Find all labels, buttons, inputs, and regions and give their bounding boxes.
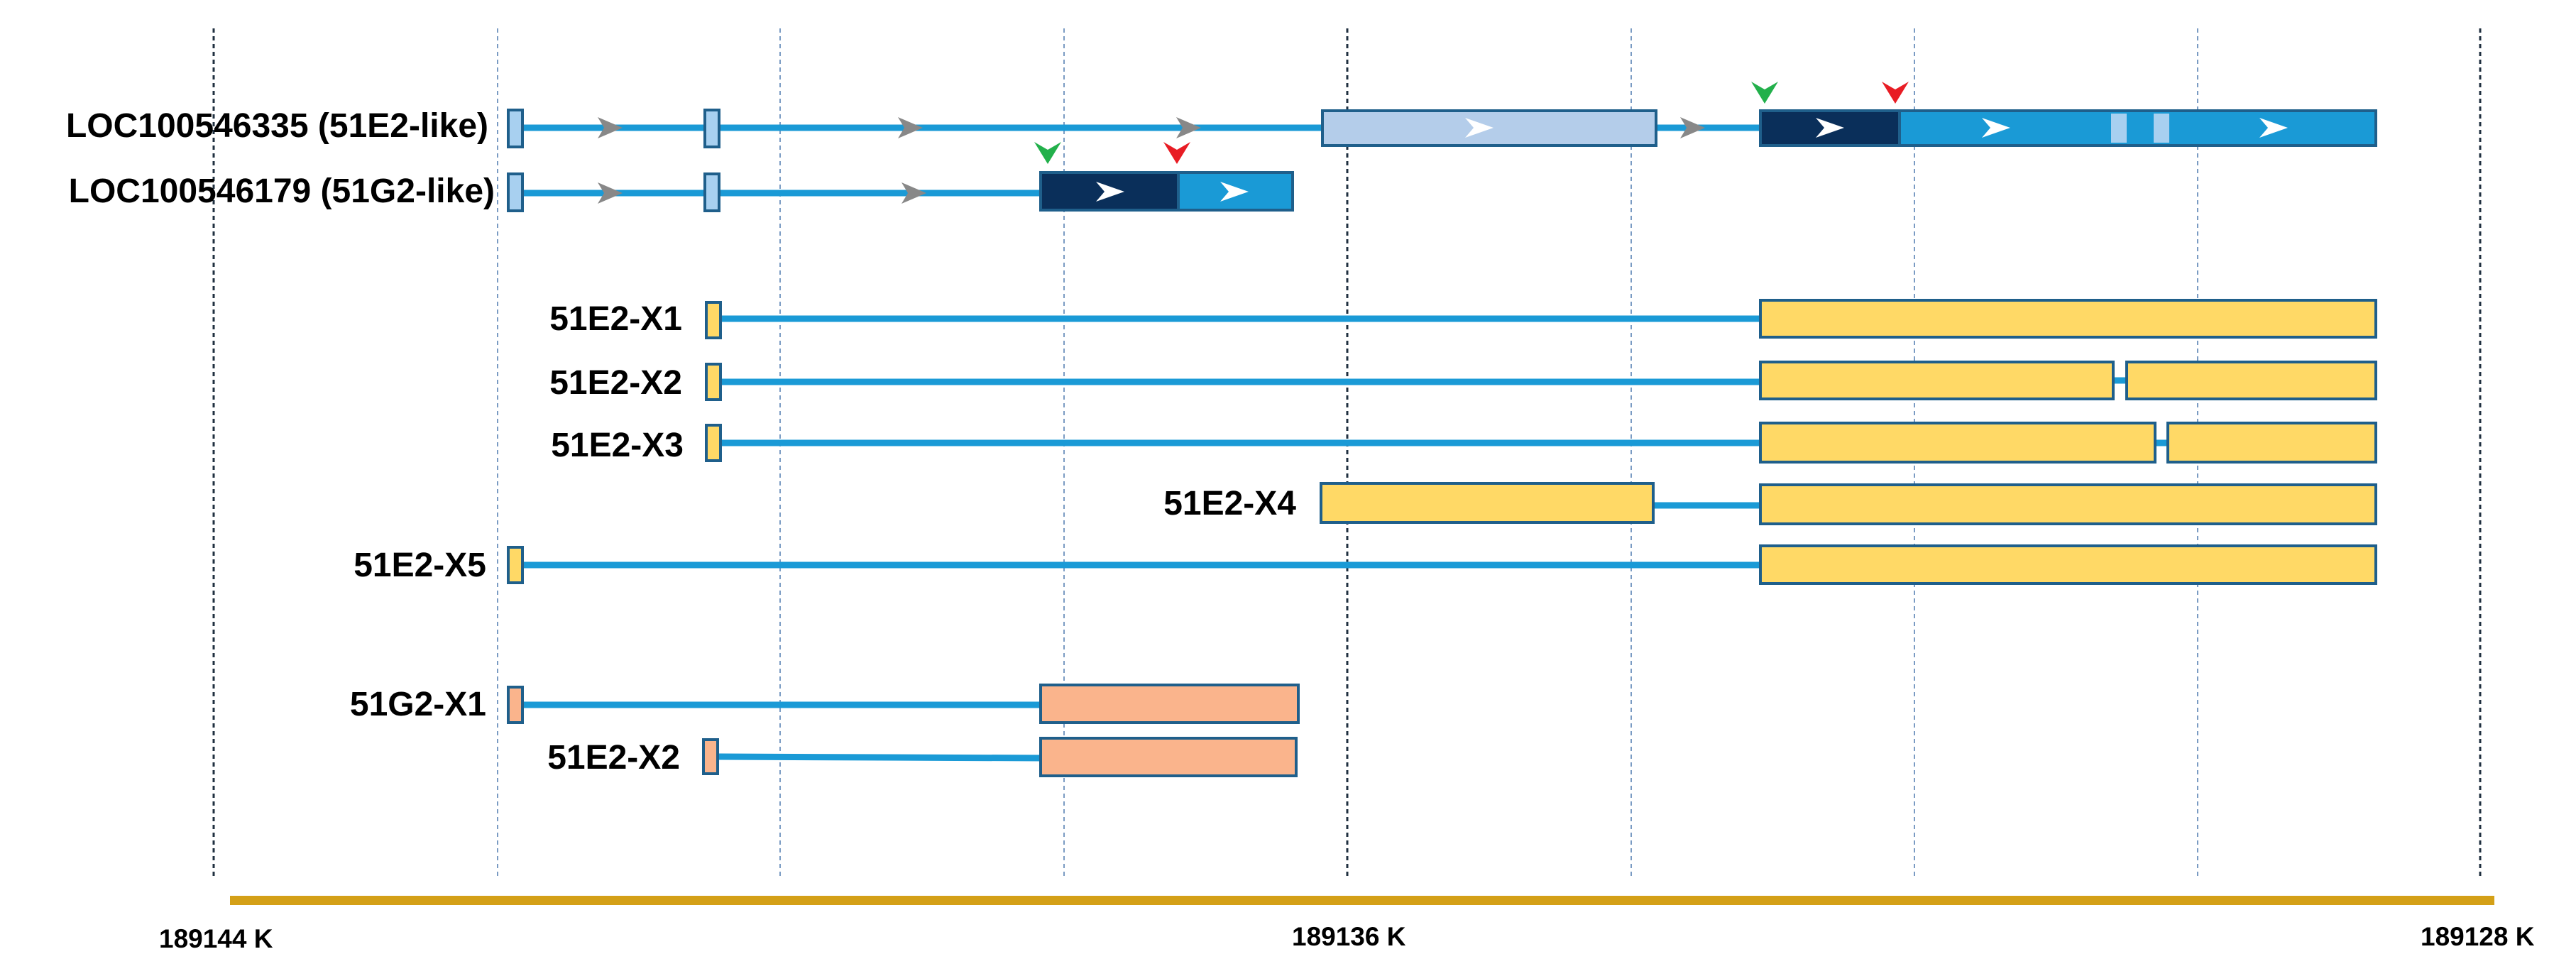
direction-arrow-icon — [901, 182, 926, 204]
exon — [705, 301, 722, 339]
exon — [1759, 544, 2377, 585]
exon-small — [703, 172, 720, 212]
transcript-51e2-x5: 51E2-X5 — [353, 544, 2377, 585]
exon — [702, 738, 719, 775]
exon — [2125, 361, 2377, 400]
transcript-label: 51E2-X3 — [551, 427, 684, 464]
exon — [1039, 737, 1298, 777]
axis-tick-label: 189128 K — [2421, 922, 2535, 951]
stop-codon-marker-icon — [1882, 82, 1909, 104]
coordinate-axis: 189144 K 189136 K 189128 K — [159, 896, 2535, 953]
exon — [705, 363, 722, 401]
exon — [507, 686, 524, 724]
axis-tick-label: 189136 K — [1292, 922, 1406, 951]
exon-chevron-icon — [1096, 182, 1124, 202]
exon-chevron-icon — [1982, 118, 2010, 138]
exon-small — [703, 109, 720, 148]
exon — [507, 546, 524, 584]
transcript-51e2-x2-salmon: 51E2-X2 — [547, 737, 1298, 777]
direction-arrow-icon — [598, 182, 623, 204]
axis-bar — [230, 896, 2494, 905]
transcript-51e2-x2: 51E2-X2 — [549, 361, 2377, 402]
exon-chevron-icon — [2259, 118, 2288, 138]
exon — [705, 424, 722, 462]
exon — [2166, 422, 2377, 464]
transcript-label: 51E2-X1 — [549, 300, 682, 338]
transcript-label: 51E2-X4 — [1163, 485, 1296, 522]
intron-line — [713, 753, 1044, 762]
transcript-label: 51G2-X1 — [350, 686, 486, 723]
direction-arrow-icon — [598, 117, 623, 138]
transcript-51e2-x1: 51E2-X1 — [549, 299, 2377, 339]
gene-loc100546179: LOC100546179 (51G2-like) — [69, 142, 1294, 212]
transcript-51g2-x1: 51G2-X1 — [350, 684, 1300, 724]
start-codon-marker-icon — [1034, 142, 1061, 164]
exon-small — [507, 172, 524, 212]
exon — [1759, 483, 2377, 525]
transcript-label: 51E2-X2 — [549, 364, 682, 402]
exon — [1039, 684, 1300, 724]
exon-chevron-icon — [1465, 118, 1493, 138]
exon — [1320, 482, 1655, 524]
start-codon-marker-icon — [1751, 82, 1778, 104]
axis-tick-label: 189144 K — [159, 924, 273, 953]
stop-codon-marker-icon — [1163, 142, 1190, 164]
transcript-51e2-x3: 51E2-X3 — [551, 422, 2377, 464]
transcript-51e2-x4: 51E2-X4 — [1163, 482, 2377, 525]
exon — [1759, 422, 2156, 464]
exon-small — [507, 109, 524, 148]
gene-loc100546335: LOC100546335 (51E2-like) — [66, 82, 2377, 148]
transcript-label: 51E2-X5 — [353, 547, 486, 584]
direction-arrow-icon — [1680, 117, 1705, 138]
grid-lines — [212, 28, 2482, 877]
gene-label: LOC100546335 (51E2-like) — [66, 107, 488, 145]
exon-chevron-icon — [1220, 182, 1249, 202]
direction-arrow-icon — [1176, 117, 1201, 138]
direction-arrow-icon — [898, 117, 923, 138]
exon-highlight — [2111, 114, 2127, 143]
exon-chevron-icon — [1816, 118, 1844, 138]
exon — [1759, 299, 2377, 339]
gene-label: LOC100546179 (51G2-like) — [69, 172, 495, 210]
exon — [1759, 361, 2115, 400]
transcript-label: 51E2-X2 — [547, 739, 680, 777]
exon-highlight — [2154, 114, 2169, 143]
